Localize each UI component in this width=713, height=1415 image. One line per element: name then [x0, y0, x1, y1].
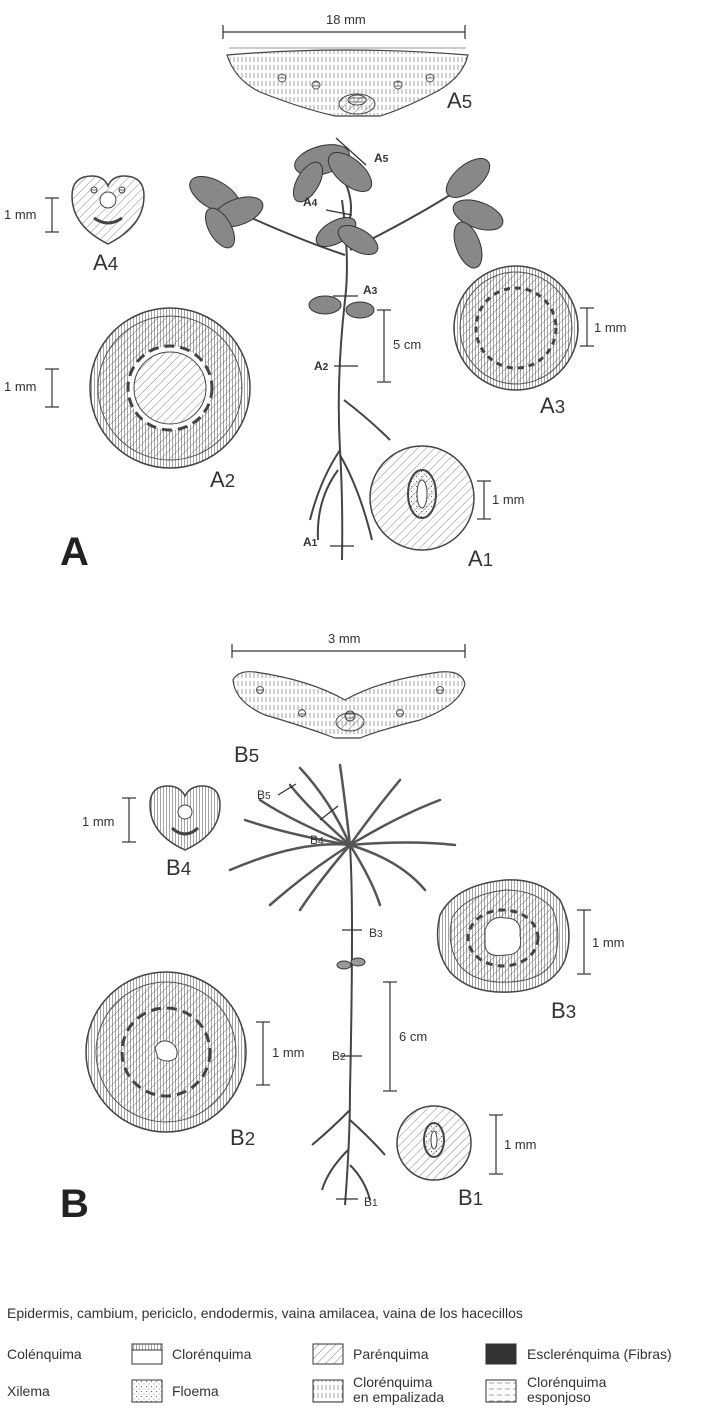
cut-label-b5: B5 — [257, 788, 271, 802]
plant-b — [312, 845, 385, 1205]
section-b3 — [438, 880, 569, 992]
scale-bar-b5 — [232, 644, 465, 658]
legend-xilema: Xilema — [7, 1383, 50, 1399]
scale-bar-b4 — [122, 798, 136, 842]
cut-label-b1: B1 — [364, 1195, 378, 1209]
legend-heading: Epidermis, cambium, periciclo, endodermi… — [7, 1305, 523, 1321]
section-label-a3: A3 — [540, 393, 565, 419]
section-a3 — [454, 266, 578, 390]
scale-bar-a4 — [45, 198, 59, 232]
section-label-b3: B3 — [551, 998, 576, 1024]
section-a2 — [90, 308, 250, 468]
section-a1 — [370, 446, 474, 550]
panel-label-b: B — [60, 1182, 89, 1227]
scale-label-b5: 3 mm — [328, 631, 361, 646]
scale-bar-b2 — [256, 1022, 270, 1085]
scale-label-b1: 1 mm — [504, 1137, 537, 1152]
section-b4 — [150, 786, 220, 850]
cut-label-a4: A4 — [303, 195, 317, 209]
cut-label-a1: A1 — [303, 535, 317, 549]
scale-bar-a1 — [477, 481, 491, 519]
legend-clorenquima: Clorénquima — [172, 1346, 251, 1362]
scale-label-b-plant: 6 cm — [399, 1029, 427, 1044]
scale-label-a4: 1 mm — [4, 207, 37, 222]
scale-label-a3: 1 mm — [594, 320, 627, 335]
section-b1 — [397, 1106, 471, 1180]
scale-label-a-plant: 5 cm — [393, 337, 421, 352]
scale-label-b2: 1 mm — [272, 1045, 305, 1060]
section-a5 — [227, 48, 468, 116]
cut-label-a3: A3 — [363, 283, 377, 297]
section-label-b5: B5 — [234, 742, 259, 768]
scale-label-a1: 1 mm — [492, 492, 525, 507]
legend-colenquima: Colénquima — [7, 1346, 82, 1362]
swatch-clor-empalizada — [313, 1380, 343, 1402]
scale-bar-b-plant — [383, 982, 397, 1091]
scale-bar-a5 — [223, 25, 465, 39]
cut-label-b2: B2 — [332, 1049, 346, 1063]
cut-label-a5: A5 — [374, 151, 388, 165]
scale-label-b3: 1 mm — [592, 935, 625, 950]
legend-parenquima: Parénquima — [353, 1346, 429, 1362]
section-label-a5: A5 — [447, 88, 472, 114]
cut-marks-a — [326, 138, 366, 546]
scale-bar-b3 — [577, 910, 591, 974]
scale-label-a5: 18 mm — [326, 12, 366, 27]
legend-esclerenquima: Esclerénquima (Fibras) — [527, 1346, 672, 1362]
cut-label-b3: B3 — [369, 926, 383, 940]
section-a4 — [72, 176, 144, 244]
scale-label-b4: 1 mm — [82, 814, 115, 829]
panel-label-a: A — [60, 530, 89, 575]
cut-label-a2: A2 — [314, 359, 328, 373]
scale-label-a2: 1 mm — [4, 379, 37, 394]
section-b2 — [86, 972, 246, 1132]
swatch-floema — [132, 1380, 162, 1402]
section-label-b2: B2 — [230, 1125, 255, 1151]
section-b5 — [233, 672, 465, 738]
swatch-esclerenquima — [486, 1344, 516, 1364]
scale-bar-a2 — [45, 369, 59, 407]
legend-floema: Floema — [172, 1383, 219, 1399]
scale-bar-a-plant — [377, 310, 391, 382]
scale-bar-a3 — [580, 308, 594, 346]
cut-label-b4: B4 — [310, 833, 324, 847]
section-label-a2: A2 — [210, 467, 235, 493]
section-label-a1: A1 — [468, 546, 493, 572]
section-label-a4: A4 — [93, 250, 118, 276]
swatch-parenquima — [313, 1344, 343, 1364]
swatch-clor-esponjoso — [486, 1380, 516, 1402]
section-label-b1: B1 — [458, 1185, 483, 1211]
leaves-b — [230, 765, 455, 910]
section-label-b4: B4 — [166, 855, 191, 881]
scale-bar-b1 — [489, 1115, 503, 1174]
